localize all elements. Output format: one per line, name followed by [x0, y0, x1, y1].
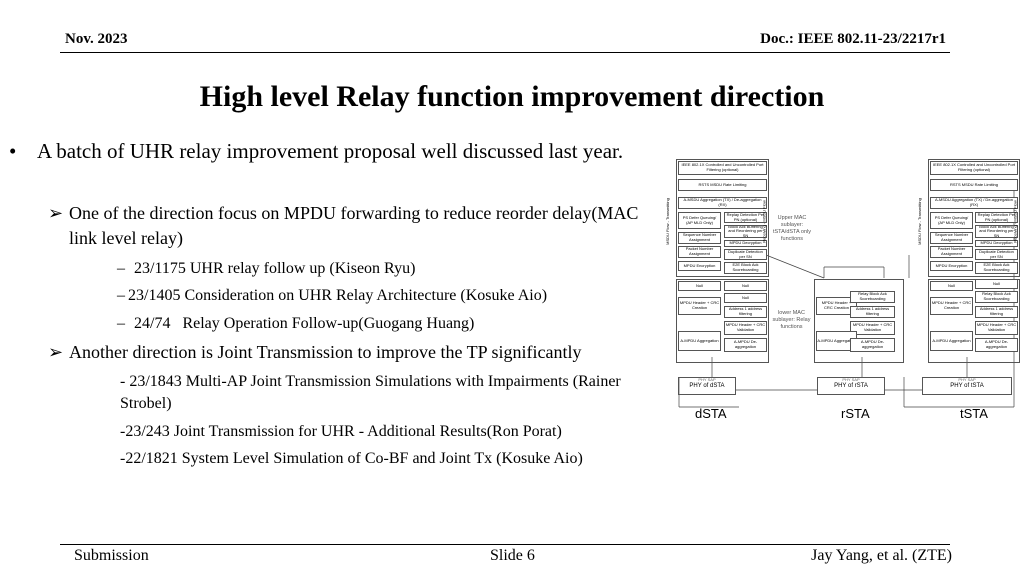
arrow-icon: ➢: [48, 203, 64, 223]
tsta-null-left: Null: [930, 281, 973, 291]
phy-rsta-label: PHY of rSTA: [834, 383, 868, 389]
tsta-ampdu-box: A-MPDU Aggregation: [930, 331, 973, 351]
dsta-null-right: Null: [724, 281, 767, 291]
rsta-stack: [814, 279, 904, 363]
page-title: High level Relay function improvement di…: [199, 80, 825, 113]
dsta-dup-box: Duplicate Detection per SN: [724, 249, 767, 260]
rsta-deagg-box: A-MPDU De-aggregation: [850, 338, 895, 352]
header-date: Nov. 2023: [65, 31, 128, 47]
header-doc-id: Doc.: IEEE 802.11-23/2217r1: [760, 31, 946, 47]
ref-item-1: 23/1175 UHR relay follow up (Kiseon Ryu): [134, 260, 416, 277]
footer-rule: [60, 544, 950, 545]
tsta-tx-flow-label: MSDU Flow - Transmitting: [916, 198, 922, 245]
tsta-hdrval-box: MPDU Header + CRC Validation: [975, 321, 1018, 335]
phy-sap-label: PHY SAP: [958, 377, 976, 382]
tsta-e2e-box: E2E Block Ack Scoreboarding: [975, 262, 1018, 274]
upper-mac-label: Upper MAC sublayer: tSTA/dSTA only funct…: [772, 215, 811, 242]
tsta-pn-box: Packet Number Assignment: [930, 246, 973, 258]
dsta-hdrval-box: MPDU Header + CRC Validation: [724, 321, 767, 335]
dsta-rsts-box: RSTS MSDU Rate Limiting: [678, 179, 767, 191]
dsta-label: dSTA: [695, 406, 727, 421]
dsta-upper-stack: [676, 159, 769, 277]
dsta-lower-stack: [676, 279, 769, 363]
phy-tsta-box: PHY SAP PHY of tSTA: [922, 377, 1012, 395]
dsta-tx-flow-label: MSDU Flow - Transmitting: [664, 198, 670, 245]
bullet-1-2: Another direction is Joint Transmission …: [69, 342, 582, 362]
dash-icon: –: [117, 287, 125, 304]
bullet-1: A batch of UHR relay improvement proposa…: [37, 139, 624, 163]
tsta-rsts-box: RSTS MSDU Rate Limiting: [930, 179, 1018, 191]
tsta-mpduhdr-box: MPDU Header + CRC Creation: [930, 297, 973, 315]
dsta-null-right-2: Null: [724, 293, 767, 303]
tsta-replay-box: Replay Detection Per PN (optional): [975, 212, 1018, 223]
tsta-relayba-box: Relay Block Ack Scoreboarding: [975, 291, 1018, 303]
lower-mac-label: lower MAC sublayer: Relay functions: [772, 310, 811, 330]
ref-item-3: 24/74 Relay Operation Follow-up(Guogang …: [134, 315, 475, 332]
dsta-e2e-box: E2E Block Ack Scoreboarding: [724, 262, 767, 274]
dsta-seq-box: Sequence Number Assignment: [678, 232, 721, 244]
dsta-mpduhdr-box: MPDU Header + CRC Creation: [678, 297, 721, 315]
dsta-blockack-box: Block Ack Buffering and Reordering per S…: [724, 225, 767, 238]
dsta-replay-box: Replay Detection Per PN (optional): [724, 212, 767, 223]
rsta-relayba-box: Relay Block Ack Scoreboarding: [850, 291, 895, 303]
dsta-mpdudec-box: MPDU Decryption: [724, 240, 767, 247]
phy-dsta-label: PHY of dSTA: [689, 383, 725, 389]
dsta-pn-box: Packet Number Assignment: [678, 246, 721, 258]
tsta-null-right: Null: [975, 279, 1018, 289]
arrow-icon: ➢: [48, 342, 64, 362]
rsta-addr1-box: Address 1 address filtering: [850, 306, 895, 318]
tsta-lower-stack: [928, 279, 1020, 363]
dsta-ieee-box: IEEE 802.1X Controlled and Uncontrolled …: [678, 161, 767, 175]
ref-item-2: 23/1405 Consideration on UHR Relay Archi…: [128, 287, 548, 304]
bullet-1-1: One of the direction focus on MPDU forwa…: [69, 203, 639, 248]
rsta-label: rSTA: [841, 406, 870, 421]
tsta-mpduenc-box: MPDU Encryption: [930, 261, 973, 271]
dsta-deagg-box: A-MPDU De-aggregation: [724, 338, 767, 352]
bullet-dot-icon: •: [9, 139, 17, 163]
dsta-mpduenc-box: MPDU Encryption: [678, 261, 721, 271]
phy-rsta-box: PHY SAP PHY of rSTA: [817, 377, 885, 395]
header-rule: [60, 52, 950, 53]
tsta-rx-flow-label: Receiving - MSDU Flow: [1012, 200, 1018, 243]
tsta-seq-box: Sequence Number Assignment: [930, 232, 973, 244]
phy-tsta-label: PHY of tSTA: [950, 383, 984, 389]
jt-item-1: - 23/1843 Multi-AP Joint Transmission Si…: [120, 373, 621, 412]
phy-dsta-box: PHY SAP PHY of dSTA: [678, 377, 736, 395]
tsta-ps-box: PS Defer Queuing/ (AP MLD Only): [930, 212, 973, 229]
relay-architecture-diagram: IEEE 802.1X Controlled and Uncontrolled …: [664, 155, 1024, 430]
footer-authors: Jay Yang, et al. (ZTE): [811, 547, 952, 564]
dash-icon: –: [117, 315, 125, 332]
tsta-dup-box: Duplicate Detection per SN: [975, 249, 1018, 260]
tsta-label: tSTA: [960, 406, 988, 421]
dash-icon: –: [117, 260, 125, 277]
dsta-amsdu-box: A-MSDU Aggregation (TX) / De-aggregation…: [678, 197, 767, 209]
tsta-addr1-box: Address 1 address filtering: [975, 306, 1018, 318]
footer-submission: Submission: [74, 547, 149, 564]
jt-item-3: -22/1821 System Level Simulation of Co-B…: [120, 450, 583, 467]
dsta-ps-box: PS Defer Queuing/ (AP MLD Only): [678, 212, 721, 229]
jt-item-2: -23/243 Joint Transmission for UHR - Add…: [120, 423, 562, 440]
tsta-blockack-box: Block Ack Buffering and Reordering per S…: [975, 225, 1018, 238]
dsta-null-left: Null: [678, 281, 721, 291]
rsta-hdrval-box: MPDU Header + CRC Validation: [850, 321, 895, 335]
dsta-rx-flow-label: Receiving - MSDU Flow: [761, 200, 767, 243]
tsta-deagg-box: A-MPDU De-aggregation: [975, 338, 1018, 352]
tsta-ieee-box: IEEE 802.1X Controlled and Uncontrolled …: [930, 161, 1018, 175]
tsta-upper-stack: [928, 159, 1020, 277]
dsta-addr1-box: Address 1 address filtering: [724, 306, 767, 318]
tsta-mpdudec-box: MPDU Decryption: [975, 240, 1018, 247]
footer-slide-number: Slide 6: [490, 547, 535, 564]
tsta-amsdu-box: A-MSDU Aggregation (TX) / De-aggregation…: [930, 197, 1018, 209]
phy-sap-label: PHY SAP: [698, 377, 716, 382]
phy-sap-label: PHY SAP: [842, 377, 860, 382]
dsta-ampdu-box: A-MPDU Aggregation: [678, 331, 721, 351]
